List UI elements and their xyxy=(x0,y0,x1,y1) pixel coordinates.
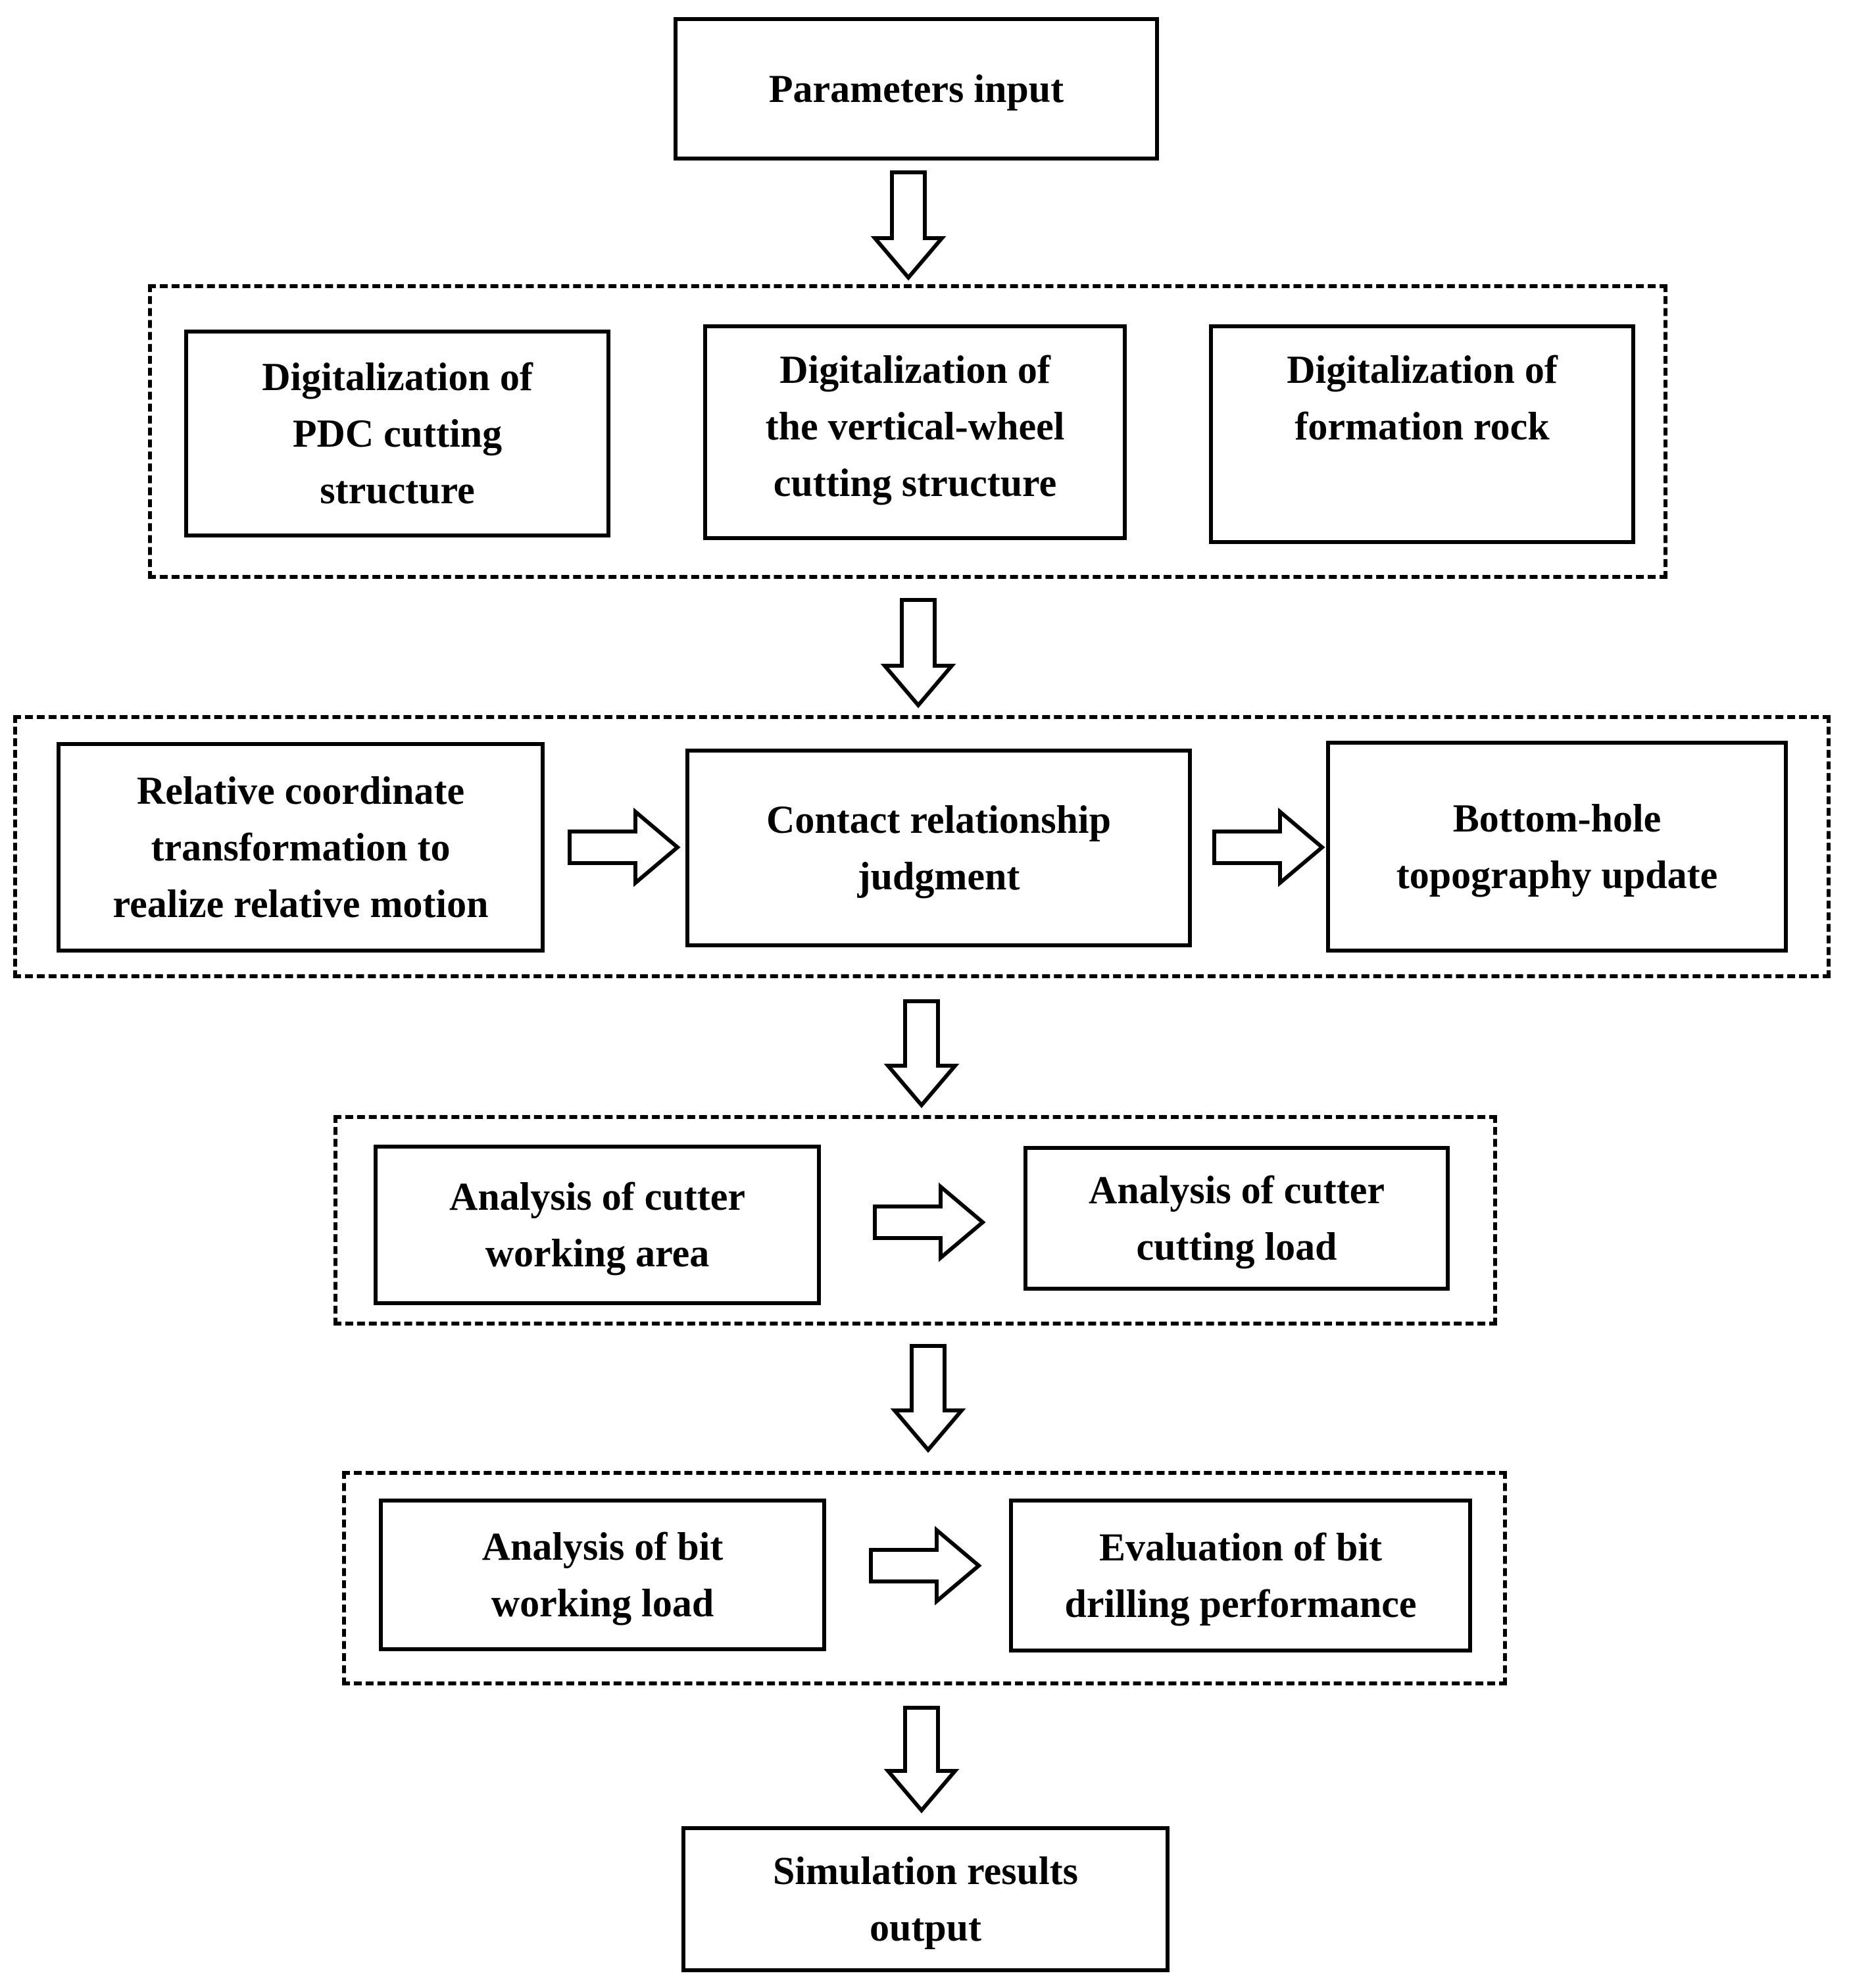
bit-analysis-group xyxy=(342,1471,1507,1685)
cutter-cutting-load-box: Analysis of cutter cutting load xyxy=(1023,1146,1450,1291)
down-arrow-icon xyxy=(880,598,956,708)
down-arrow-icon xyxy=(870,170,947,281)
coordinate-transformation-box: Relative coordinate transformation to re… xyxy=(57,742,545,953)
contact-judgment-box: Contact relationship judgment xyxy=(685,749,1192,947)
vertical-wheel-digitalization-box: Digitalization of the vertical-wheel cut… xyxy=(703,324,1127,540)
simulation-results-box: Simulation results output xyxy=(681,1826,1170,1972)
down-arrow-icon xyxy=(883,1706,960,1814)
bit-performance-box: Evaluation of bit drilling performance xyxy=(1009,1499,1472,1653)
bit-working-load-box: Analysis of bit working load xyxy=(379,1499,826,1651)
topography-update-box: Bottom-hole topography update xyxy=(1326,741,1788,953)
parameters-input-box: Parameters input xyxy=(674,17,1159,161)
cutter-analysis-group xyxy=(333,1115,1497,1326)
cutter-working-area-box: Analysis of cutter working area xyxy=(374,1145,821,1305)
down-arrow-icon xyxy=(883,999,960,1108)
down-arrow-icon xyxy=(890,1344,966,1453)
motion-contact-group xyxy=(13,715,1831,978)
digitalization-group xyxy=(148,284,1667,579)
pdc-digitalization-box: Digitalization of PDC cutting structure xyxy=(184,330,610,537)
rock-digitalization-box: Digitalization of formation rock xyxy=(1209,324,1635,544)
